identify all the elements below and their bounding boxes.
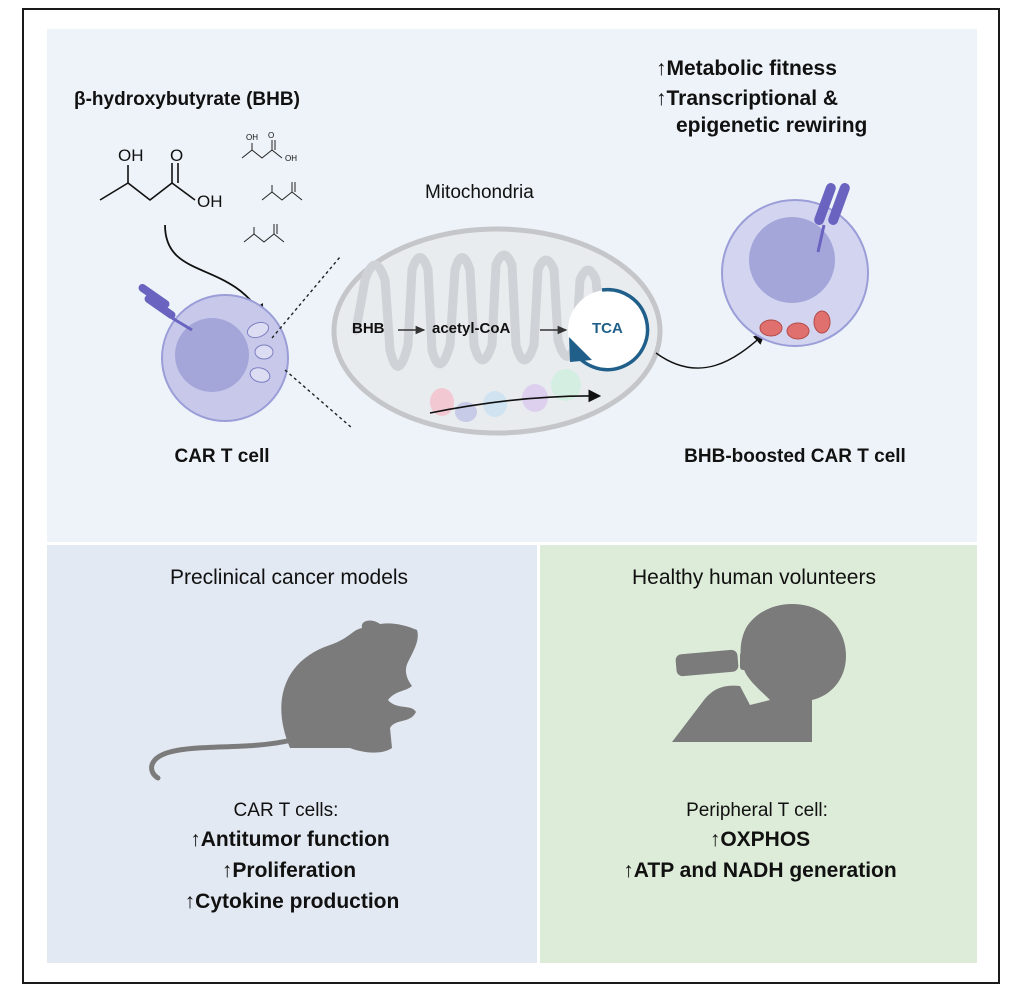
effect-transcriptional: ↑Transcriptional & — [656, 87, 839, 110]
figure-frame — [22, 8, 1000, 984]
preclinical-title: Preclinical cancer models — [169, 566, 409, 589]
car-t-cell-label: CAR T cell — [174, 446, 270, 467]
mitochondria-label: Mitochondria — [425, 182, 534, 203]
preclinical-panel — [47, 545, 537, 963]
molecule-oh-side: OH — [197, 192, 223, 211]
small-molecule-o: O — [268, 131, 275, 140]
small-bhb-molecules-icon — [241, 140, 303, 243]
small-molecule-oh: OH — [246, 133, 258, 142]
preclinical-subtitle: CAR T cells: — [233, 800, 339, 821]
zoom-line-top — [271, 256, 341, 339]
zoom-line-bottom — [284, 369, 353, 429]
effect-antitumor: ↑Antitumor function — [190, 828, 390, 851]
molecule-o: O — [170, 146, 184, 165]
molecule-oh-top: OH — [118, 146, 144, 165]
pathway-acetyl-coa: acetyl-CoA — [432, 320, 511, 337]
bhb-molecule-icon — [99, 163, 196, 202]
tca-cycle-icon — [568, 287, 650, 372]
small-molecule-oh-side: OH — [285, 154, 297, 163]
effect-cytokine: ↑Cytokine production — [184, 890, 400, 913]
bhb-title: β-hydroxybutyrate (BHB) — [74, 89, 300, 110]
effect-oxphos: ↑OXPHOS — [709, 828, 811, 851]
mitochondrion-icon — [331, 226, 663, 436]
effect-epigenetic: epigenetic rewiring — [676, 114, 868, 137]
volunteers-subtitle: Peripheral T cell: — [686, 800, 828, 821]
boost-arrow — [655, 333, 766, 369]
boosted-car-t-cell-icon — [721, 183, 869, 347]
car-t-cell-icon — [138, 283, 289, 422]
mouse-silhouette-icon — [149, 620, 418, 781]
effect-atp-nadh: ↑ATP and NADH generation — [623, 859, 897, 882]
pathway-bhb: BHB — [352, 320, 385, 337]
drinking-person-icon — [672, 604, 846, 742]
effect-proliferation: ↑Proliferation — [221, 859, 357, 882]
volunteers-title: Healthy human volunteers — [632, 566, 876, 589]
effect-metabolic-fitness: ↑Metabolic fitness — [656, 57, 837, 80]
boosted-car-t-cell-label: BHB-boosted CAR T cell — [684, 446, 906, 467]
pathway-tca: TCA — [592, 320, 623, 337]
